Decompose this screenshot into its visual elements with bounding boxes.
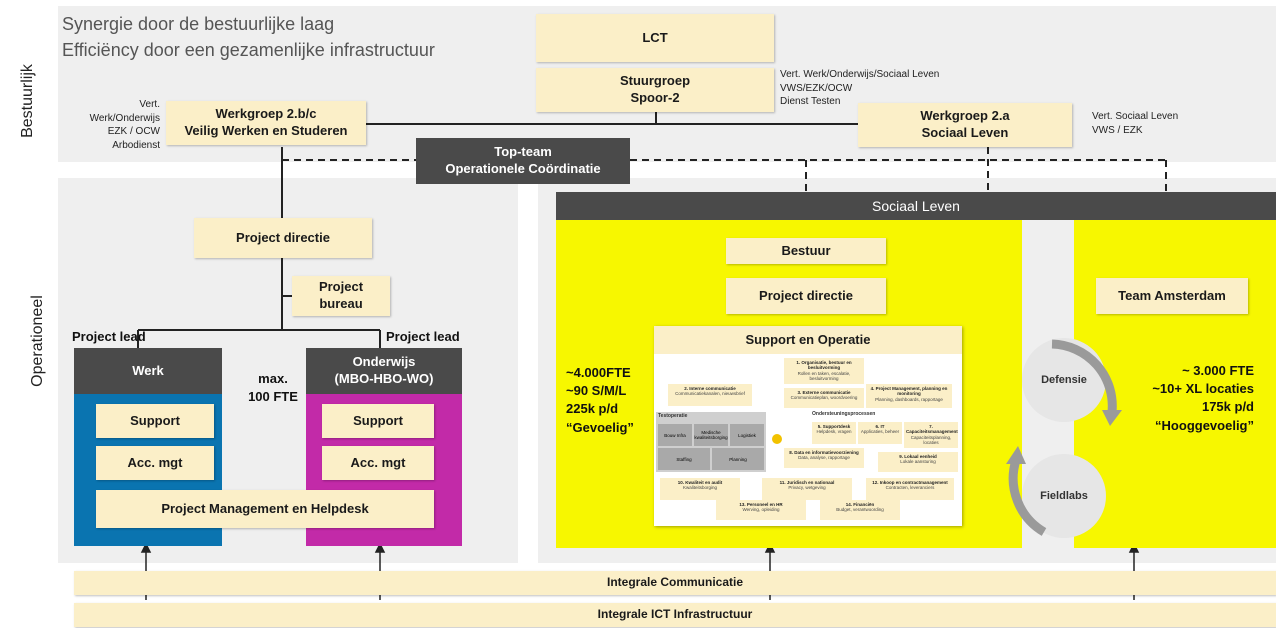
integrale-ict-bar: Integrale ICT Infrastructuur <box>74 603 1276 627</box>
support-item-desc: Applicaties, beheer <box>860 429 900 435</box>
onderwijs-support-box: Support <box>322 404 434 438</box>
ondersteuning-label: Ondersteuningsprocessen <box>812 411 876 417</box>
onderwijs-header: Onderwijs (MBO-HBO-WO) <box>306 348 462 394</box>
project-bureau-box: Project bureau <box>292 276 390 316</box>
support-operatie-title: Support en Operatie <box>654 326 962 354</box>
cell-planning: Planning <box>712 448 764 470</box>
sociaal-leven-header: Sociaal Leven <box>556 192 1276 220</box>
fieldlabs-label: Fieldlabs <box>1040 490 1088 502</box>
support-item-title: 1. Organisatie, bestuur en besluitvormin… <box>796 360 852 371</box>
support-item-desc: Data, analyse, rapportage <box>798 455 850 461</box>
cell-staffing: Staffing <box>658 448 710 470</box>
werkgroep-bc-box: Werkgroep 2.b/c Veilig Werken en Studere… <box>166 101 366 145</box>
fieldlabs-gear: Fieldlabs <box>1022 454 1106 538</box>
header-line-1: Synergie door de bestuurlijke laag <box>62 14 335 34</box>
werk-acc-mgt-box: Acc. mgt <box>96 446 214 480</box>
team-amsterdam-box: Team Amsterdam <box>1096 278 1248 314</box>
support-item: 1. Organisatie, bestuur en besluitvormin… <box>784 358 864 384</box>
cell-medische: Medische kwaliteitsborging <box>694 424 728 446</box>
cell-logistiek: Logistiek <box>730 424 764 446</box>
support-item-title: 9. Lokaal eenheid <box>899 454 937 459</box>
support-item-desc: Kwaliteitsborging <box>682 485 718 491</box>
integrale-communicatie-bar: Integrale Communicatie <box>74 571 1276 595</box>
werkgroep-a-box: Werkgroep 2.a Sociaal Leven <box>858 103 1072 147</box>
support-item-title: 5. Supportdesk <box>817 424 851 429</box>
stats-left: ~4.000FTE ~90 S/M/L 225k p/d “Gevoelig” <box>566 365 634 435</box>
support-item-desc: Rollen en taken, escalatie, besluitvormi… <box>797 370 851 382</box>
werk-support-box: Support <box>96 404 214 438</box>
right-project-directie: Project directie <box>726 278 886 314</box>
support-item-desc: Budget, verantwoording <box>836 507 884 513</box>
cell-bouw-infra: Bouw Infra <box>658 424 692 446</box>
bestuur-box: Bestuur <box>726 238 886 264</box>
support-item-desc: Werving, opleiding <box>742 507 780 513</box>
stats-right: ~ 3.000 FTE ~10+ XL locaties 175k p/d “H… <box>1152 363 1254 433</box>
header-line-2: Efficiëncy door een gezamenlijke infrast… <box>62 40 435 60</box>
support-item-title: 12. Inkoop en contractmanagement <box>872 480 948 485</box>
support-item-title: 10. Kwaliteit en audit <box>677 480 723 485</box>
onderwijs-acc-mgt-box: Acc. mgt <box>322 446 434 480</box>
testoperatie-label: Testoperatie <box>658 413 688 419</box>
werkgroep-a-note: Vert. Sociaal Leven VWS / EZK <box>1092 111 1179 136</box>
stuurgroep-note: Vert. Werk/Onderwijs/Sociaal Leven VWS/E… <box>780 69 940 107</box>
werk-header: Werk <box>74 348 222 394</box>
support-item-title: 6. IT <box>875 424 885 429</box>
topteam-box: Top-team Operationele Coördinatie <box>416 138 630 184</box>
support-item-title: 11. Juridisch en nationaal <box>779 480 835 485</box>
support-item-desc: Lokale aansturing <box>900 459 936 465</box>
stuurgroep-box: Stuurgroep Spoor-2 <box>536 68 774 112</box>
support-item-desc: Communicatiekanalen, nieuwsbrief <box>675 391 745 397</box>
support-item-title: 13. Personeel en HR <box>739 502 783 507</box>
left-project-directie: Project directie <box>194 218 372 258</box>
support-item-title: 2. Interne communicatie <box>684 386 736 391</box>
lct-box: LCT <box>536 14 774 62</box>
sun-icon <box>772 434 782 444</box>
pm-helpdesk-box: Project Management en Helpdesk <box>96 490 434 528</box>
support-item-title: 3. Externe communicatie <box>797 390 851 395</box>
support-item-desc: Contracten, leveranciers <box>885 485 935 491</box>
support-item-desc: Planning, dashboards, rapportage <box>875 396 943 402</box>
support-item-desc: Privacy, wetgeving <box>788 485 826 491</box>
werkgroep-bc-note: Vert. Werk/Onderwijs EZK / OCW Arbodiens… <box>89 99 160 151</box>
support-item: 4. Project Management, planning en monit… <box>866 384 952 408</box>
support-item-title: 7. Capaciteitsmanagement <box>906 424 958 435</box>
support-item-desc: Capaciteitsplanning, locaties <box>910 434 952 446</box>
project-lead-left: Project lead <box>72 329 146 344</box>
support-item-desc: Helpdesk, vragen <box>816 429 852 435</box>
max-fte-label: max. 100 FTE <box>248 371 298 405</box>
support-item-desc: Communicatieplan, woordvoering <box>790 395 858 401</box>
project-lead-right: Project lead <box>386 329 460 344</box>
support-item-title: 4. Project Management, planning en monit… <box>870 386 948 397</box>
support-item-title: 14. Financiën <box>845 502 875 507</box>
defensie-label: Defensie <box>1041 374 1087 386</box>
support-item-title: 8. Data en informatievoorziening <box>789 450 859 455</box>
